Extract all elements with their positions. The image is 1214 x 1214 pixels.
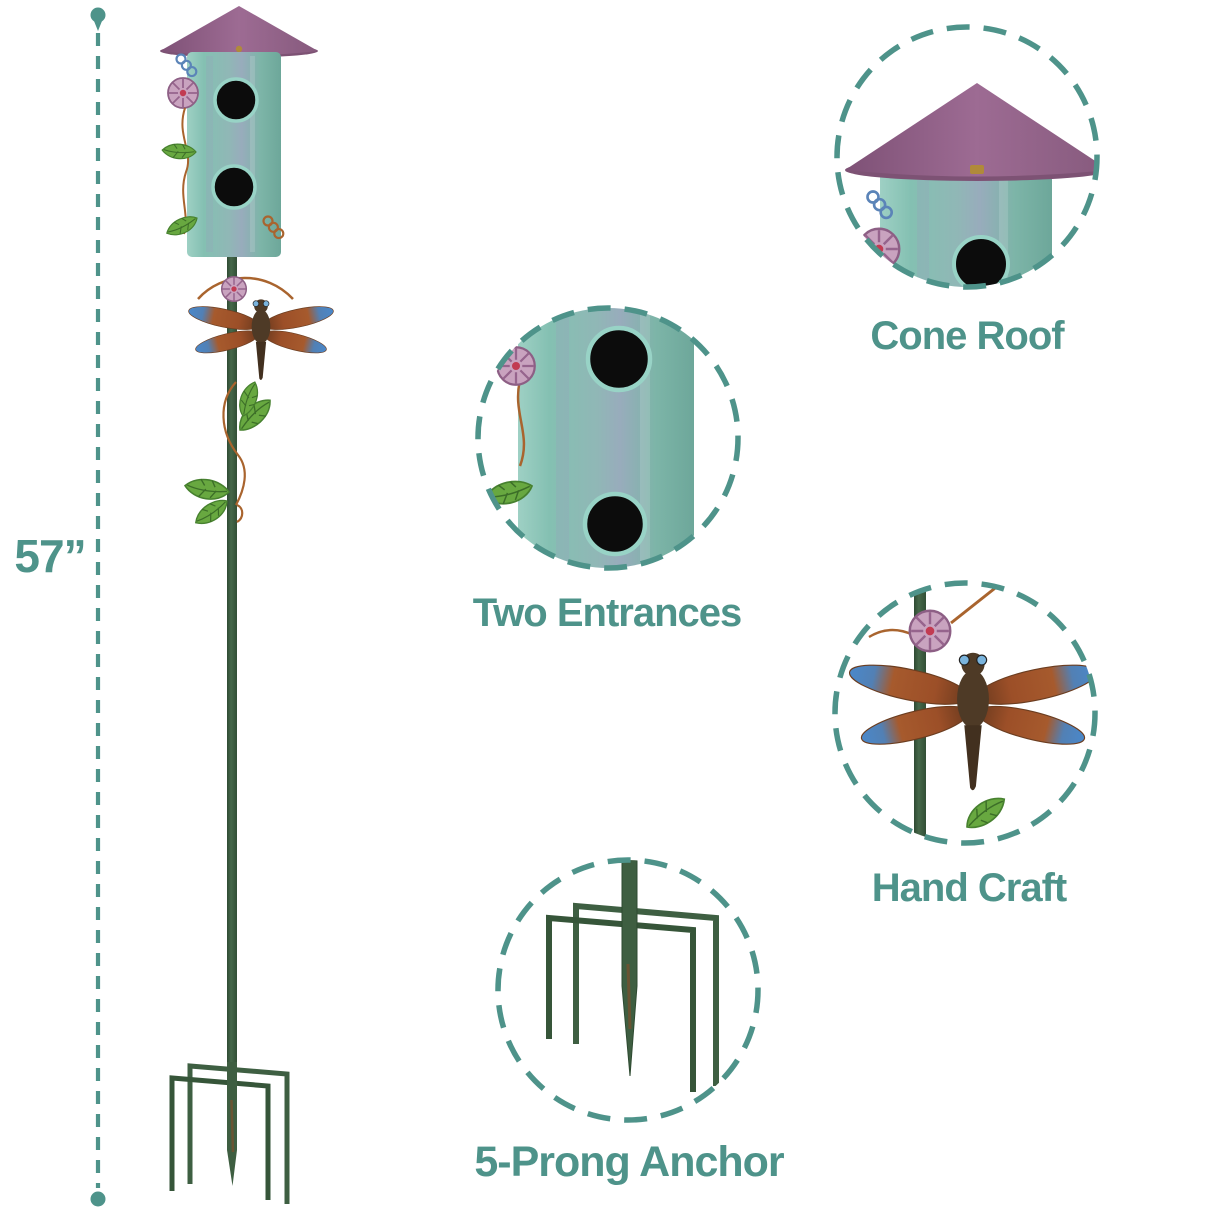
five-prong-anchor bbox=[169, 1062, 290, 1204]
hand-craft-callout bbox=[832, 580, 1098, 846]
dimension-line bbox=[90, 7, 106, 1207]
entrance-hole bbox=[952, 235, 1010, 287]
entrance-hole bbox=[585, 325, 653, 393]
garden-pole bbox=[227, 257, 237, 1063]
dragonfly-detail bbox=[845, 583, 1095, 843]
entrance-hole-top bbox=[213, 77, 259, 123]
callout-label-cone-roof: Cone Roof bbox=[870, 314, 1064, 358]
dragonfly-ornament bbox=[186, 298, 336, 381]
flower-ornament bbox=[167, 77, 199, 109]
entrance-hole-bottom bbox=[211, 164, 257, 210]
two-entrances-detail bbox=[482, 308, 694, 568]
leaf-ornament bbox=[182, 473, 232, 506]
callout-label-hand-craft: Hand Craft bbox=[871, 866, 1067, 910]
leaf-ornament bbox=[190, 495, 233, 530]
brass-latch bbox=[235, 45, 243, 53]
pole-ornaments bbox=[182, 275, 336, 530]
five-prong-anchor-detail bbox=[546, 860, 719, 1092]
dimension-label: 57” bbox=[14, 530, 86, 582]
dashed-circle bbox=[495, 857, 761, 1123]
dashed-circle bbox=[834, 24, 1100, 290]
entrance-hole bbox=[582, 491, 648, 557]
flower-ornament bbox=[220, 275, 248, 303]
dashed-circle bbox=[475, 305, 741, 571]
cone-roof bbox=[160, 6, 318, 56]
two-entrances-callout bbox=[475, 305, 741, 571]
birdhouse bbox=[160, 6, 318, 257]
cone-roof-detail bbox=[845, 83, 1097, 287]
dashed-circle bbox=[832, 580, 1098, 846]
cone-roof-callout bbox=[834, 24, 1100, 290]
callout-label-two-entrances: Two Entrances bbox=[472, 591, 743, 635]
five-prong-anchor-callout bbox=[495, 857, 761, 1123]
callout-label-five-prong-anchor: 5-Prong Anchor bbox=[474, 1138, 784, 1186]
